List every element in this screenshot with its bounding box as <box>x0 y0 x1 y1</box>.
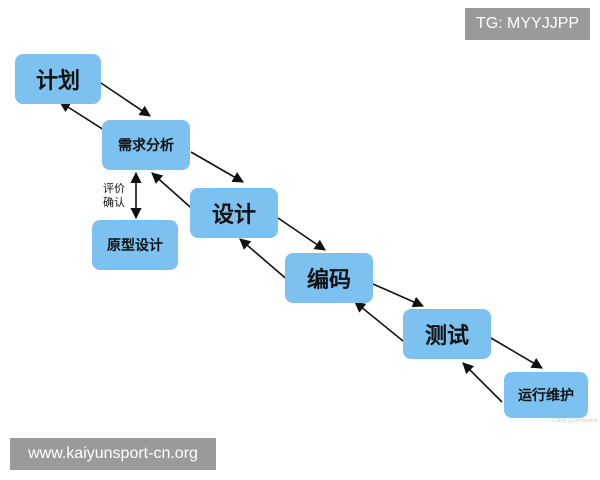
arrow-testing-to-operations <box>490 337 543 369</box>
note-line-2: 确认 <box>103 196 125 209</box>
watermark-bottom-badge: www.kaiyunsport-cn.org <box>10 438 216 470</box>
arrow-requirements-to-plan <box>59 101 105 131</box>
watermark-top-badge: TG: MYYJJPP <box>465 8 590 40</box>
arrow-testing-to-coding <box>354 301 409 346</box>
node-design: 设计 <box>190 188 278 238</box>
node-coding: 编码 <box>285 253 373 303</box>
arrow-design-to-coding <box>277 217 326 251</box>
arrow-coding-to-design <box>239 238 291 283</box>
arrow-operations-to-testing <box>462 362 503 403</box>
node-operations: 运行维护 <box>504 372 588 418</box>
evaluation-note: 评价 确认 <box>94 182 134 210</box>
arrow-requirements-to-design <box>190 151 244 183</box>
faint-caption: CSDN @Orchestra <box>552 418 598 424</box>
note-line-1: 评价 <box>103 182 125 195</box>
arrow-plan-to-requirements <box>100 82 151 117</box>
node-plan: 计划 <box>15 54 101 104</box>
node-requirements: 需求分析 <box>102 120 190 170</box>
node-prototype: 原型设计 <box>92 220 178 270</box>
node-testing: 测试 <box>403 309 491 359</box>
arrow-coding-to-testing <box>372 283 425 308</box>
